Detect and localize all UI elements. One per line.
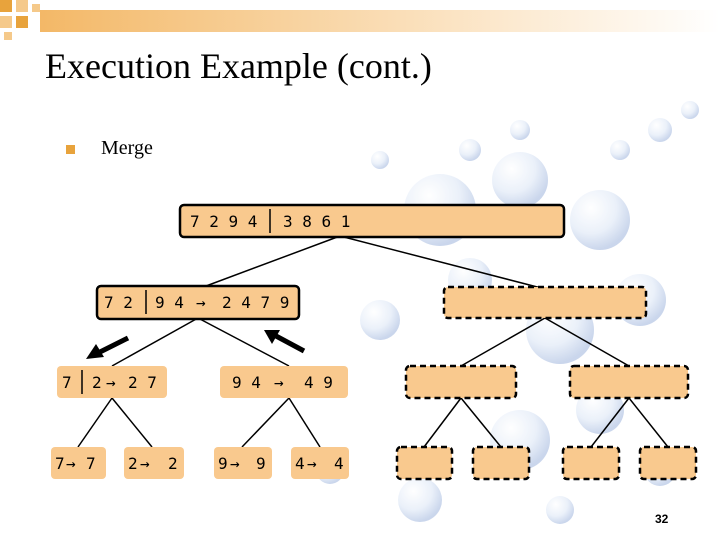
level2-node-b: 9 4 → 4 9 [220,366,348,398]
leaf-node: 2 → 2 [124,447,184,479]
arrow-icon: → [274,373,284,392]
level1-left-node: 7 2 9 4 → 2 4 7 9 [97,286,299,319]
edge [545,318,629,366]
level2-a-right-text: 2 [92,373,102,392]
level1-left-result: 2 4 7 9 [222,293,289,312]
root-left-text: 7 2 9 4 [190,212,257,231]
arrow-icon: → [140,454,150,473]
leaf-node: 9 → 9 [214,447,272,479]
leaf-placeholder [397,447,452,479]
level2-a-result: 2 7 [128,373,157,392]
level2-b-result: 4 9 [304,373,333,392]
merge-arrow-left-icon [98,338,128,353]
edge [289,398,320,447]
arrow-icon: → [106,373,116,392]
leaf-node: 4 → 4 [291,447,349,479]
arrow-icon: → [66,454,76,473]
level1-left-left-text: 7 2 [104,293,133,312]
edge [461,398,501,447]
arrow-icon: → [230,454,240,473]
level2-placeholder [406,366,516,398]
level2-node-a: 7 2 → 2 7 [57,366,167,398]
root-node: 7 2 9 4 3 8 6 1 [180,205,564,237]
edge [198,318,289,366]
leaf-left-text: 2 [128,454,138,473]
edge [461,318,545,366]
tree-edges [78,236,668,447]
edge [629,398,668,447]
arrow-icon: → [307,454,317,473]
leaf-result: 7 [86,454,96,473]
edge [591,398,629,447]
leaf-left-text: 7 [55,454,65,473]
leaf-result: 9 [256,454,266,473]
leaf-placeholder [563,447,619,479]
edge [78,398,112,447]
leaf-left-text: 4 [295,454,305,473]
root-right-text: 3 8 6 1 [283,212,350,231]
edge [198,236,340,289]
edge [424,398,461,447]
edge [112,398,152,447]
edge [242,398,289,447]
level2-placeholder [570,366,688,398]
level2-b-left-text: 9 4 [232,373,261,392]
leaf-placeholder [473,447,529,479]
leaf-node: 7 → 7 [51,447,106,479]
edge [340,236,545,289]
page-number: 32 [655,512,668,526]
leaf-result: 2 [168,454,178,473]
arrow-icon: → [196,293,206,312]
level1-right-placeholder [444,287,646,318]
leaf-result: 4 [334,454,344,473]
merge-arrow-right-icon [276,336,304,351]
level1-left-right-text: 9 4 [155,293,184,312]
leaf-placeholder [640,447,696,479]
level2-a-left-text: 7 [62,373,72,392]
leaf-left-text: 9 [218,454,228,473]
merge-arrows [86,330,304,359]
